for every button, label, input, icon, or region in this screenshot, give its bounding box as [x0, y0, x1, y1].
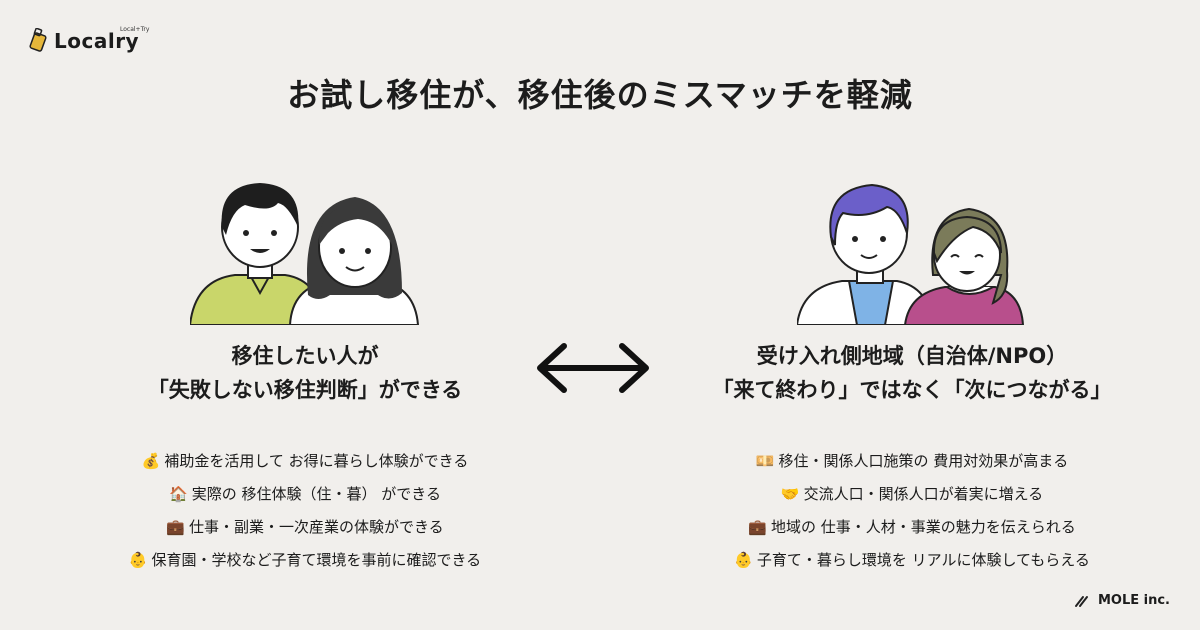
left-item-text: 補助金を活用して お得に暮らし体験ができる: [164, 452, 469, 470]
list-item: 👶保育園・学校など子育て環境を事前に確認できる: [65, 544, 545, 577]
company-name: MOLE inc.: [1097, 593, 1170, 608]
right-item-text: 地域の 仕事・人材・事業の魅力を伝えられる: [770, 518, 1076, 536]
list-item: 💼地域の 仕事・人材・事業の魅力を伝えられる: [672, 511, 1152, 544]
left-panel: 移住したい人が 「失敗しない移住判断」ができる 💰補助金を活用して お得に暮らし…: [65, 175, 545, 577]
right-item-text: 子育て・暮らし環境を リアルに体験してもらえる: [756, 551, 1090, 569]
left-benefit-list: 💰補助金を活用して お得に暮らし体験ができる 🏠実際の 移住体験（住・暮） がで…: [65, 445, 545, 577]
list-item: 💼仕事・副業・一次産業の体験ができる: [65, 511, 545, 544]
child-icon: 👶: [734, 551, 753, 569]
handshake-icon: 🤝: [780, 485, 800, 503]
right-heading-line2: 「来て終わり」ではなく「次につながる」: [712, 378, 1112, 402]
left-heading-line1: 移住したい人が: [231, 344, 379, 368]
company-credit: MOLE inc.: [1074, 593, 1170, 608]
right-panel: 受け入れ側地域（自治体/NPO） 「来て終わり」ではなく「次につながる」 💴移住…: [672, 175, 1152, 577]
double-arrow-icon: [537, 343, 649, 393]
list-item: 💴移住・関係人口施策の 費用対効果が高まる: [672, 445, 1152, 478]
left-item-text: 保育園・学校など子育て環境を事前に確認できる: [151, 551, 482, 569]
left-heading-line2: 「失敗しない移住判断」ができる: [147, 378, 463, 402]
right-heading-line1: 受け入れ側地域（自治体/NPO）: [756, 344, 1068, 368]
briefcase-icon: 💼: [748, 518, 767, 536]
couple-illustration-right: [797, 183, 1025, 325]
right-heading: 受け入れ側地域（自治体/NPO） 「来て終わり」ではなく「次につながる」: [672, 339, 1152, 407]
left-item-text: 実際の 移住体験（住・暮） ができる: [191, 485, 441, 503]
briefcase-icon: 💼: [166, 518, 185, 536]
pen-icon: [1074, 595, 1088, 607]
suitcase-icon: [29, 28, 47, 52]
brand-logo: Localry Local+Try: [28, 26, 149, 54]
brand-tagline: Local+Try: [120, 26, 150, 33]
right-benefit-list: 💴移住・関係人口施策の 費用対効果が高まる 🤝交流人口・関係人口が着実に増える …: [672, 445, 1152, 577]
right-item-text: 移住・関係人口施策の 費用対効果が高まる: [778, 452, 1069, 470]
left-heading: 移住したい人が 「失敗しない移住判断」ができる: [65, 339, 545, 407]
list-item: 👶子育て・暮らし環境を リアルに体験してもらえる: [672, 544, 1152, 577]
couple-illustration-left: [190, 183, 420, 325]
page-title: お試し移住が、移住後のミスマッチを軽減: [287, 76, 913, 114]
list-item: 💰補助金を活用して お得に暮らし体験ができる: [65, 445, 545, 478]
left-item-text: 仕事・副業・一次産業の体験ができる: [188, 518, 444, 536]
brand-name: Localry: [54, 29, 140, 53]
money-bag-icon: 💰: [141, 452, 161, 470]
list-item: 🏠実際の 移住体験（住・暮） ができる: [65, 478, 545, 511]
right-item-text: 交流人口・関係人口が着実に増える: [803, 485, 1044, 503]
child-icon: 👶: [128, 551, 148, 569]
list-item: 🤝交流人口・関係人口が着実に増える: [672, 478, 1152, 511]
house-icon: 🏠: [169, 485, 188, 503]
money-icon: 💴: [755, 452, 775, 470]
